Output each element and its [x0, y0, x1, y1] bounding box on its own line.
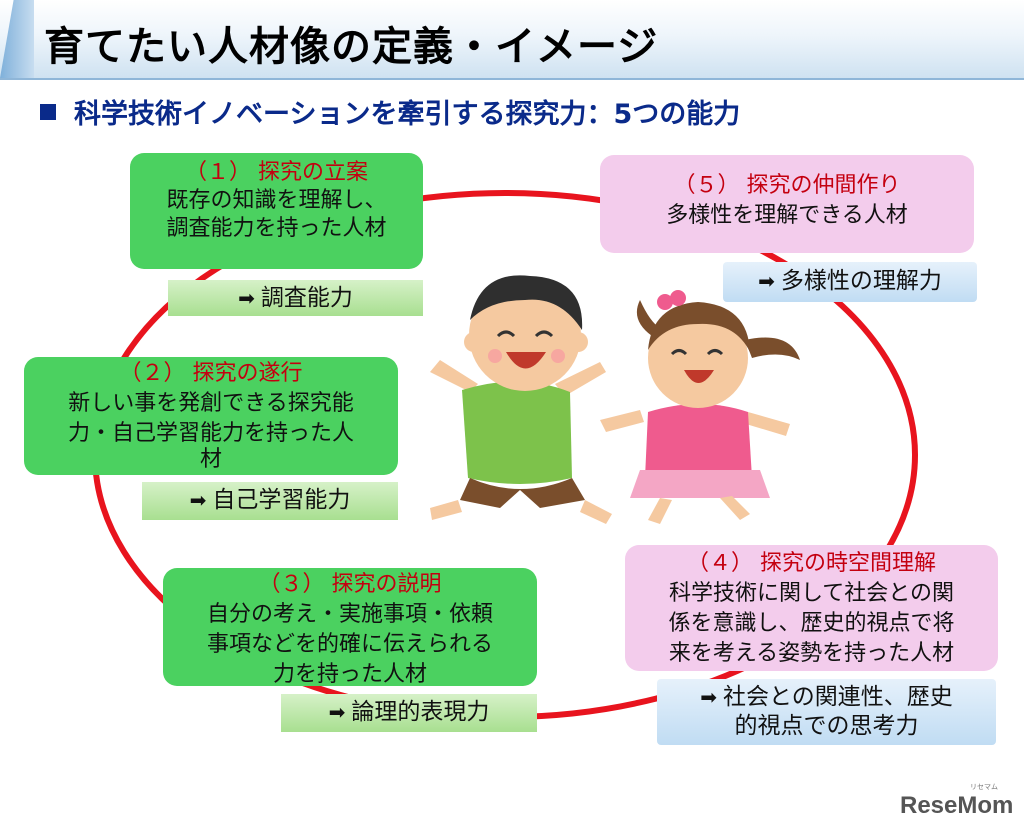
node-4-tag-line-2: 的視点での思考力: [734, 713, 919, 739]
node-1-heading: （１） 探究の立案: [185, 160, 368, 185]
node-3-line-1: 自分の考え・実施事項・依頼: [206, 602, 493, 627]
node-3-heading: （３） 探究の説明: [258, 572, 442, 597]
node-1-tag-label: 調査能力: [260, 285, 353, 311]
node-4-box: （４） 探究の時空間理解 科学技術に関して社会との関 係を意識し、歴史的視点で将…: [625, 545, 998, 671]
node-5-tag-label: 多様性の理解力: [780, 268, 942, 294]
right-arrow-icon: ➡: [238, 286, 255, 310]
node-4-heading: （４） 探究の時空間理解: [687, 551, 936, 576]
node-1-tag: ➡調査能力: [168, 280, 423, 316]
node-5-line-1: 多様性を理解できる人材: [666, 203, 908, 228]
right-arrow-icon: ➡: [189, 488, 207, 512]
node-4-line-2: 係を意識し、歴史的視点で将: [668, 611, 955, 636]
node-2-line-1: 新しい事を発創できる探究能: [68, 391, 354, 416]
right-arrow-icon: ➡: [328, 700, 346, 724]
node-1-box: （１） 探究の立案 既存の知識を理解し、 調査能力を持った人材: [130, 153, 423, 269]
right-arrow-icon: ➡: [700, 685, 717, 709]
node-3-tag-label: 論理的表現力: [351, 699, 490, 725]
boy-illustration: [430, 275, 612, 524]
node-4-line-3: 来を考える姿勢を持った人材: [668, 641, 955, 666]
square-bullet-icon: [40, 104, 56, 120]
right-arrow-icon: ➡: [758, 269, 775, 293]
node-3-box: （３） 探究の説明 自分の考え・実施事項・依頼 事項などを的確に伝えられる 力を…: [163, 568, 537, 687]
logo-small-text: リセマム: [970, 784, 998, 791]
girl-illustration: [600, 290, 800, 524]
node-1-line-2: 調査能力を持った人材: [166, 216, 387, 241]
logo-text: ReseMom: [900, 792, 1014, 819]
node-3-line-2: 事項などを的確に伝えられる: [206, 632, 493, 657]
node-4-tag: ➡社会との関連性、歴史 的視点での思考力: [657, 679, 996, 745]
title-bar: 育てたい人材像の定義・イメージ: [0, 0, 1024, 80]
node-3-tag: ➡論理的表現力: [281, 694, 537, 732]
node-2-box: （２） 探究の遂行 新しい事を発創できる探究能 力・自己学習能力を持った人 材: [24, 357, 398, 475]
node-2-line-2: 力・自己学習能力を持った人: [67, 421, 354, 446]
node-5-tag: ➡多様性の理解力: [723, 262, 977, 302]
node-2-tag: ➡自己学習能力: [142, 482, 398, 520]
node-4-tag-line-1: 社会との関連性、歴史: [722, 684, 953, 710]
node-2-line-3: 材: [199, 447, 222, 472]
subtitle-text: 科学技術イノベーションを牽引する探究力：5つの能力: [74, 99, 741, 130]
node-2-heading: （２） 探究の遂行: [119, 361, 303, 386]
node-2-tag-label: 自己学習能力: [212, 487, 351, 513]
subtitle: 科学技術イノベーションを牽引する探究力：5つの能力: [40, 92, 740, 131]
node-3-line-3: 力を持った人材: [272, 662, 427, 687]
node-1-line-1: 既存の知識を理解し、: [166, 188, 387, 213]
node-4-line-1: 科学技術に関して社会との関: [668, 581, 955, 606]
node-5-box: （５） 探究の仲間作り 多様性を理解できる人材: [600, 155, 974, 253]
page-title: 育てたい人材像の定義・イメージ: [44, 24, 659, 70]
resemom-logo: ReseMom リセマム: [900, 784, 1014, 820]
node-5-heading: （５） 探究の仲間作り: [673, 173, 901, 198]
